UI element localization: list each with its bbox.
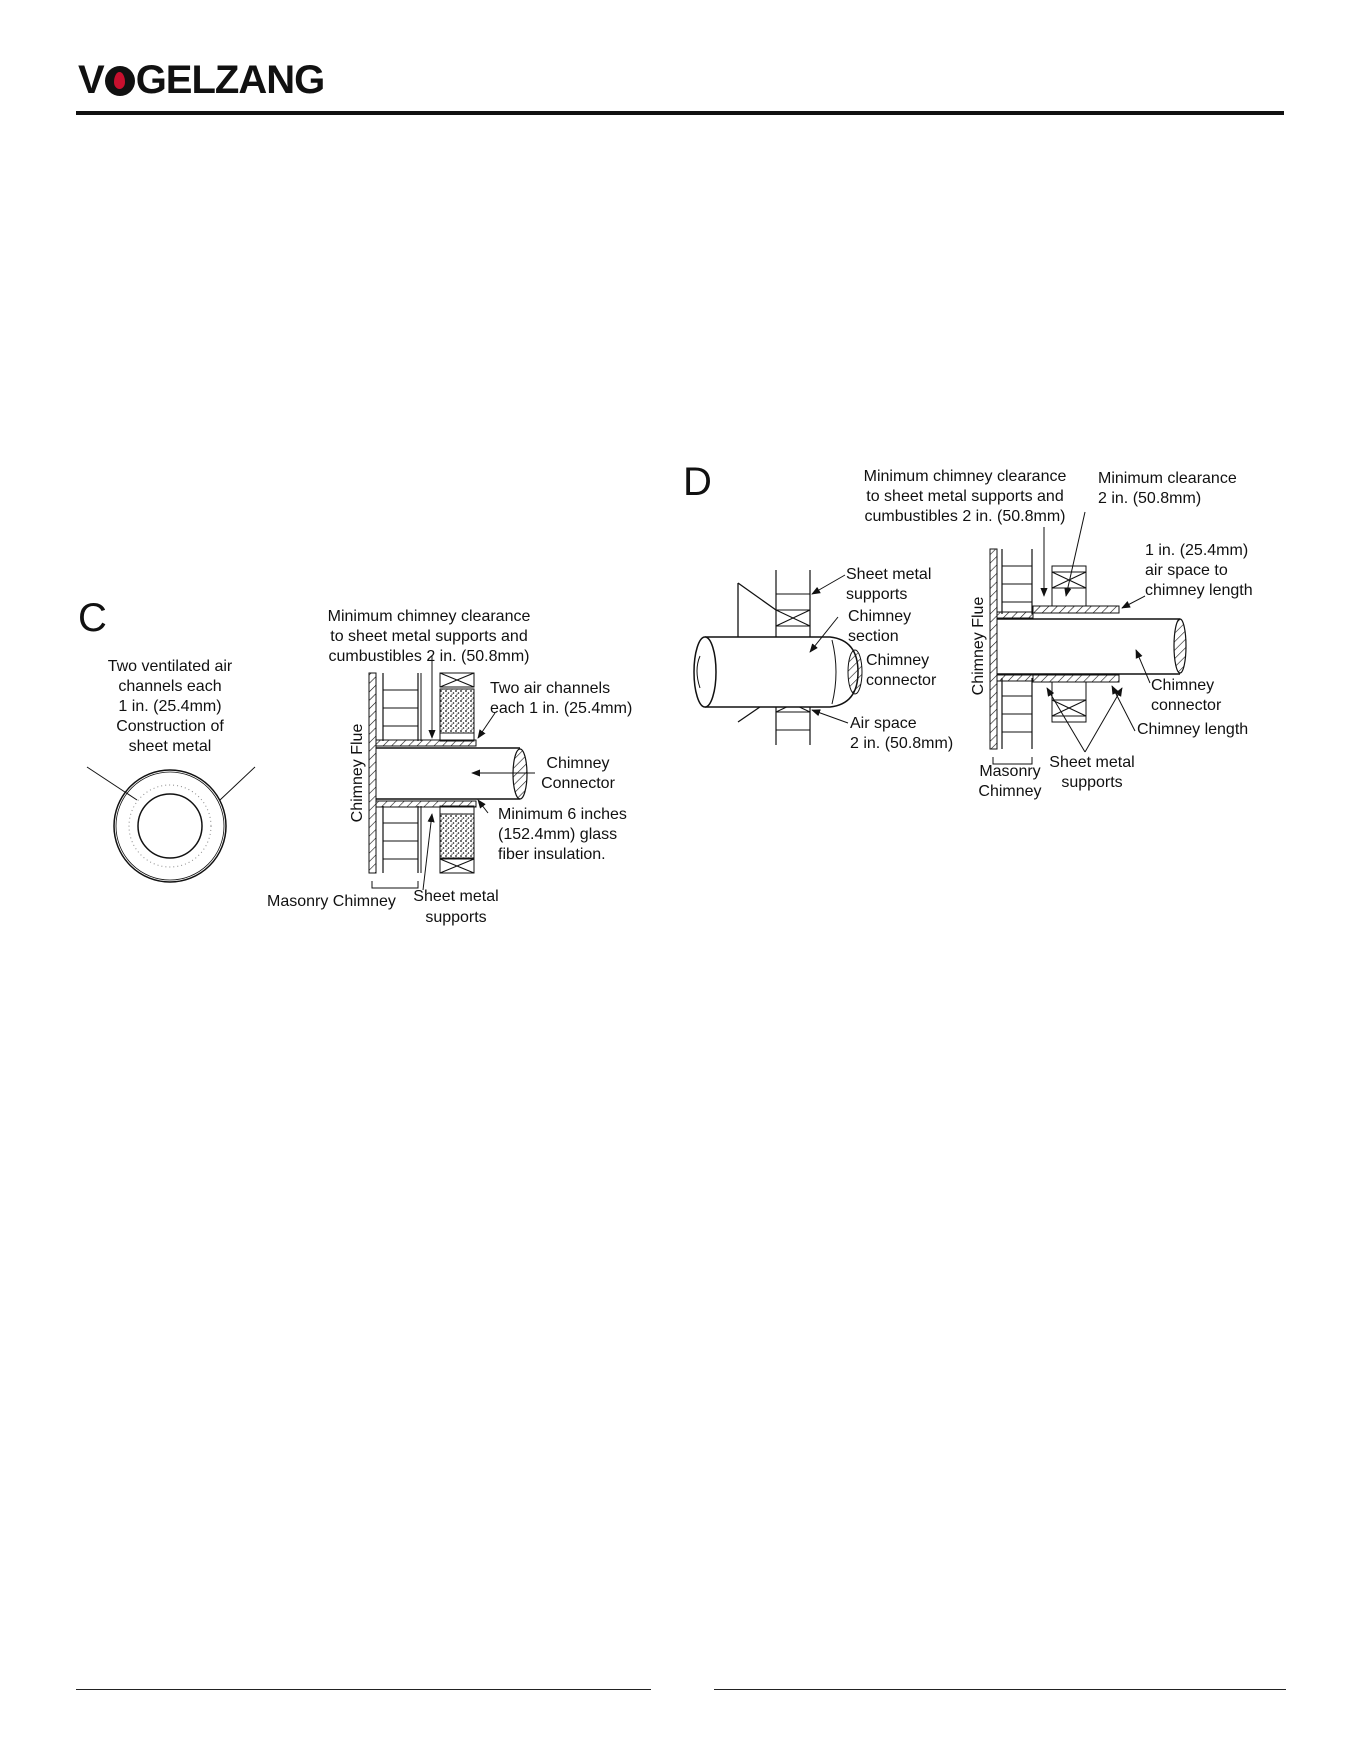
- d-air-space-2: 2 in. (50.8mm): [850, 735, 953, 752]
- d-supports-b-1: Sheet metal: [1049, 754, 1134, 771]
- d-chimney-flue: Chimney Flue: [970, 597, 987, 696]
- d-connector-a-2: connector: [866, 672, 937, 689]
- c-connector-2: Connector: [541, 775, 615, 792]
- d-air-space-len-3: chimney length: [1145, 582, 1253, 599]
- d-supports-b-2: supports: [1061, 774, 1122, 791]
- d-air-space-len-2: air space to: [1145, 562, 1228, 579]
- ventilated-label-3: 1 in. (25.4mm): [118, 698, 221, 715]
- d-sm-supports-1: Sheet metal: [846, 566, 931, 583]
- c-supports-2: supports: [425, 909, 486, 926]
- d-section-2: section: [848, 628, 899, 645]
- d-min-clear-2: to sheet metal supports and: [866, 488, 1063, 505]
- d-min-clearance-1: Minimum clearance: [1098, 470, 1237, 487]
- d-connector-b-1: Chimney: [1151, 677, 1214, 694]
- c-air-channels-1: Two air channels: [490, 680, 610, 697]
- c-chimney-flue: Chimney Flue: [349, 724, 366, 823]
- footer-rule-left: [76, 1689, 651, 1690]
- ventilated-label-5: sheet metal: [129, 738, 212, 755]
- c-insulation-1: Minimum 6 inches: [498, 806, 627, 823]
- footer-rule-right: [714, 1689, 1286, 1690]
- c-supports-1: Sheet metal: [413, 888, 498, 905]
- wall-section-d: [989, 548, 1187, 765]
- header-rule: [76, 111, 1284, 115]
- d-masonry-1: Masonry: [979, 763, 1040, 780]
- d-min-clear-3: cumbustibles 2 in. (50.8mm): [865, 508, 1066, 525]
- d-min-clear-1: Minimum chimney clearance: [864, 468, 1067, 485]
- c-masonry: Masonry Chimney: [267, 893, 396, 910]
- ventilated-label-1: Two ventilated air: [108, 658, 233, 675]
- d-sm-supports-2: supports: [846, 586, 907, 603]
- c-min-clear-2: to sheet metal supports and: [330, 628, 527, 645]
- d-chimney-length: Chimney length: [1137, 721, 1248, 738]
- d-connector-b-2: connector: [1151, 697, 1222, 714]
- c-connector-1: Chimney: [546, 755, 609, 772]
- figure-d-letter: D: [683, 460, 712, 504]
- ventilated-label-2: channels each: [118, 678, 221, 695]
- d-section-1: Chimney: [848, 608, 911, 625]
- c-insulation-2: (152.4mm) glass: [498, 826, 617, 843]
- c-min-clear-1: Minimum chimney clearance: [328, 608, 531, 625]
- ventilated-label-4: Construction of: [116, 718, 224, 735]
- d-masonry-2: Chimney: [978, 783, 1041, 800]
- flame-logo-icon: [104, 66, 135, 96]
- figure-c-letter: C: [78, 596, 107, 640]
- d-connector-a-1: Chimney: [866, 652, 929, 669]
- wall-section-c: [368, 672, 528, 889]
- d-air-space-1: Air space: [850, 715, 917, 732]
- c-insulation-3: fiber insulation.: [498, 846, 606, 863]
- ventilated-ring-section: [86, 766, 256, 883]
- brand-logo: V GELZANG: [78, 57, 326, 102]
- d-min-clearance-2: 2 in. (50.8mm): [1098, 490, 1201, 507]
- c-air-channels-2: each 1 in. (25.4mm): [490, 700, 632, 717]
- thimble-section: [693, 570, 863, 745]
- c-min-clear-3: cumbustibles 2 in. (50.8mm): [329, 648, 530, 665]
- brand-suffix: GELZANG: [135, 57, 326, 102]
- d-air-space-len-1: 1 in. (25.4mm): [1145, 542, 1248, 559]
- brand-prefix: V: [78, 57, 105, 102]
